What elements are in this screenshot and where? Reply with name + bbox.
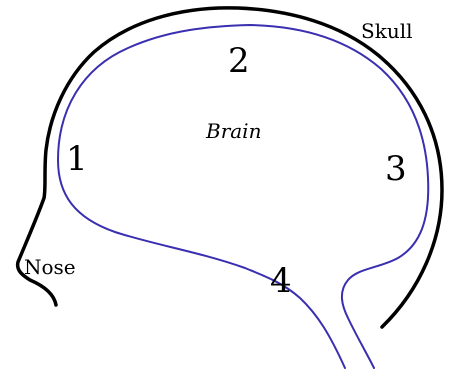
brain-label: Brain: [205, 119, 261, 143]
region-4-label: 4: [270, 261, 292, 301]
brain-outline: [57, 24, 430, 369]
skull-outline: [15, 6, 444, 329]
nose-label: Nose: [24, 255, 76, 279]
skull-label: Skull: [361, 19, 413, 43]
region-2-label: 2: [228, 41, 250, 81]
region-3-label: 3: [385, 149, 407, 189]
region-1-label: 1: [66, 139, 88, 179]
